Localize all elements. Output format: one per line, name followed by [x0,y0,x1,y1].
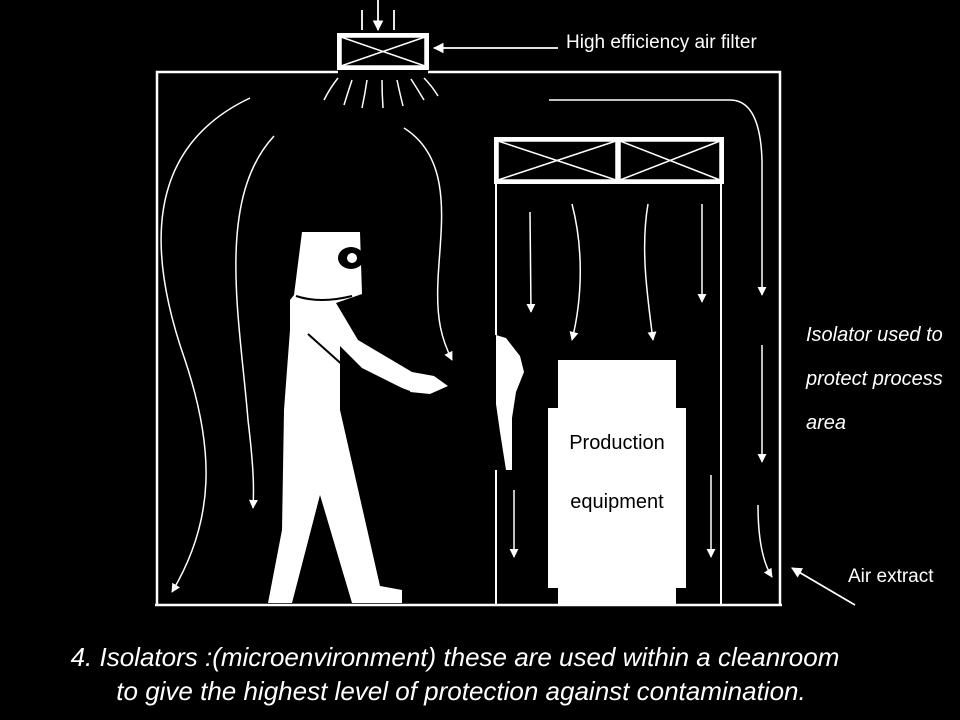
operator-eye [347,253,357,263]
ceiling-hepa-filter [337,33,429,70]
caption-line-2: to give the highest level of protection … [116,676,806,706]
isolator-label: Isolator used to protect process area [806,313,943,445]
operator-arm-line [307,333,411,393]
equipment-label: Production equipment [548,432,686,514]
isolator-label-line: Isolator used to [806,324,943,346]
equipment-label-line: equipment [570,491,664,513]
production-equipment [548,360,686,604]
cleanroom-enclosure [155,70,782,607]
air-extract-pointer [791,567,856,606]
equipment-label-line: Production [569,432,665,454]
slide-caption: 4. Isolators :(microenvironment) these a… [0,640,960,708]
isolator-hepa-filter [494,137,724,184]
return-air-arrows [549,99,773,578]
cleanroom-airflow-arrows [160,97,453,593]
filter-outflow-lines [323,77,439,109]
air-filter-label: High efficiency air filter [566,32,757,53]
isolator-glove [496,335,524,470]
caption-line-1: 4. Isolators :(microenvironment) these a… [70,642,840,672]
operator-figure [268,232,448,603]
operator-neck-line [295,295,353,301]
isolator-label-line: area [806,412,847,434]
air-extract-label: Air extract [848,566,934,587]
inlet-arrows [361,0,395,32]
isolator-label-line: protect process [806,368,943,390]
isolator-airflow-arrows [509,203,716,558]
operator-body [268,232,448,603]
isolator-enclosure [495,183,722,605]
